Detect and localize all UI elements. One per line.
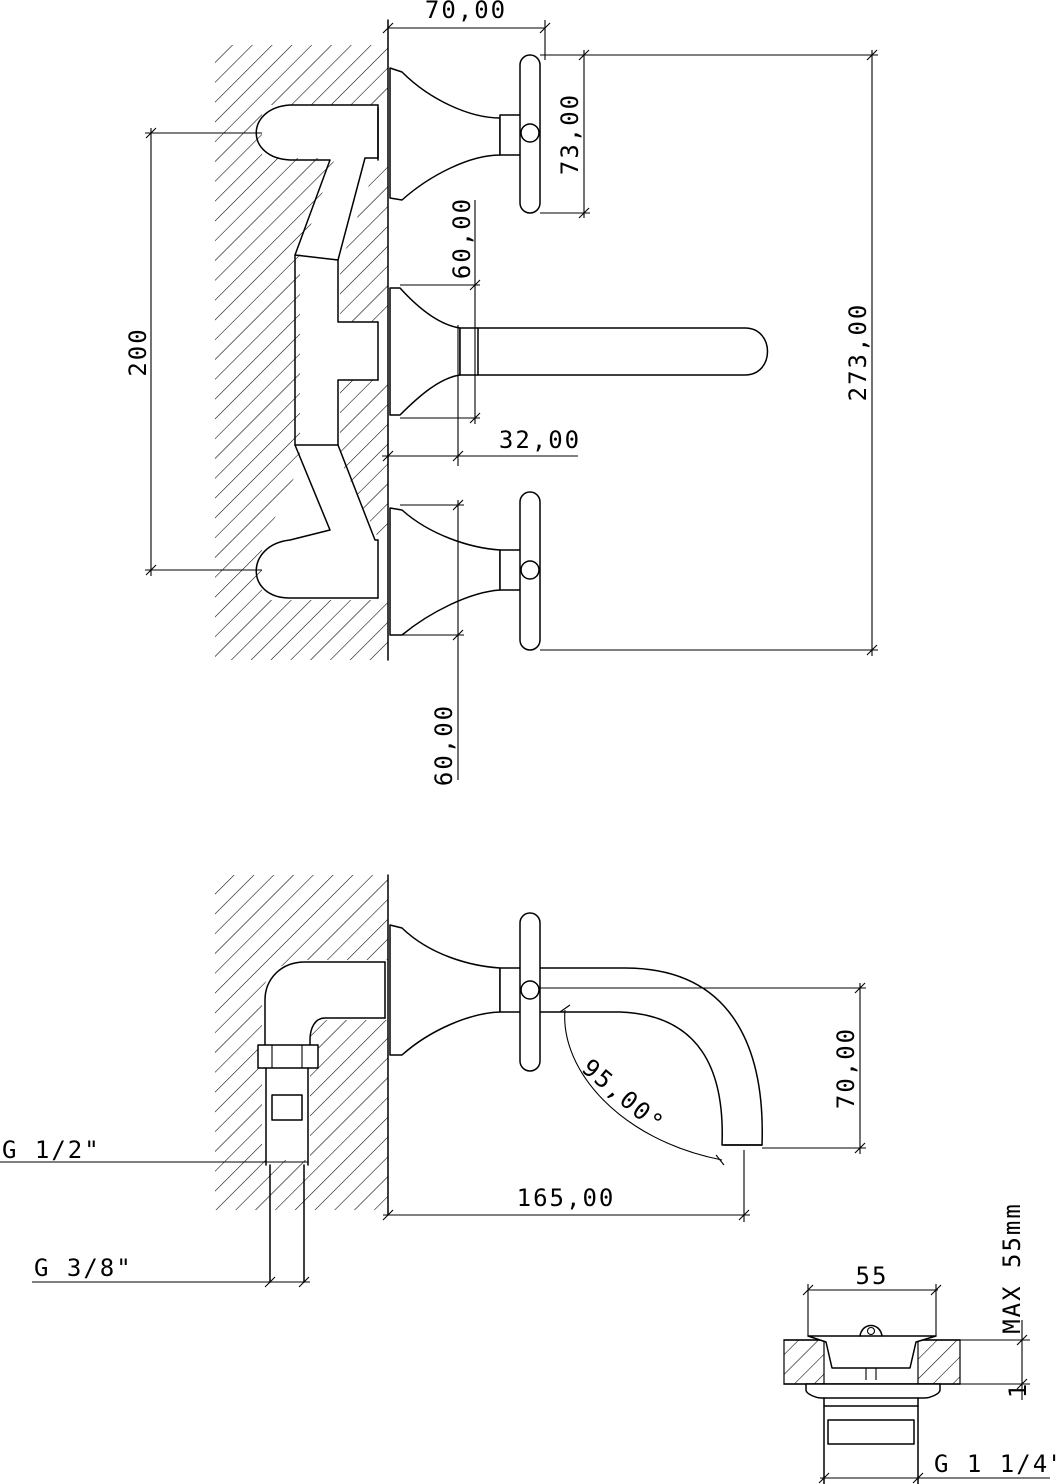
svg-text:73,00: 73,00 bbox=[556, 93, 584, 175]
dim-lower-body: 60,00 bbox=[400, 499, 464, 786]
dim-total-height: 273,00 bbox=[540, 49, 878, 656]
svg-text:70,00: 70,00 bbox=[832, 1027, 860, 1109]
dim-spout-depth: 32,00 bbox=[382, 325, 581, 466]
drain-detail: 55 MAX 55mm 1 G 1 1/4" bbox=[783, 1202, 1056, 1484]
svg-text:G 3/8": G 3/8" bbox=[34, 1254, 133, 1282]
side-valve bbox=[389, 912, 763, 1146]
svg-text:200: 200 bbox=[124, 327, 152, 376]
dim-top-width: 70,00 bbox=[382, 0, 551, 60]
dim-spout-height: 70,00 bbox=[540, 982, 866, 1154]
dim-projection: 165,00 bbox=[382, 1150, 750, 1222]
svg-text:G 1 1/4": G 1 1/4" bbox=[934, 1450, 1056, 1478]
concealed-body-top bbox=[255, 104, 379, 599]
dim-drain-width: 55 bbox=[802, 1262, 942, 1336]
svg-text:95,00°: 95,00° bbox=[576, 1053, 670, 1138]
svg-text:32,00: 32,00 bbox=[499, 426, 581, 454]
thread-labels: G 1/2" G 3/8" bbox=[0, 1136, 310, 1288]
dim-centers: 200 bbox=[124, 127, 262, 576]
svg-text:273,00: 273,00 bbox=[844, 303, 872, 402]
svg-text:1: 1 bbox=[1004, 1382, 1032, 1398]
drain-thread-label: G 1 1/4" bbox=[818, 1450, 1056, 1484]
svg-text:70,00: 70,00 bbox=[425, 0, 507, 24]
svg-text:60,00: 60,00 bbox=[448, 197, 476, 279]
svg-text:60,00: 60,00 bbox=[430, 704, 458, 786]
upper-valve bbox=[389, 54, 541, 214]
svg-text:165,00: 165,00 bbox=[517, 1184, 616, 1212]
middle-spout bbox=[389, 287, 769, 416]
dim-drain-max: MAX 55mm 1 bbox=[960, 1202, 1032, 1400]
lower-valve bbox=[389, 491, 541, 651]
dim-spout-body-height: 60,00 bbox=[400, 197, 481, 424]
svg-text:G 1/2": G 1/2" bbox=[2, 1136, 101, 1164]
dim-handle-height: 73,00 bbox=[540, 49, 590, 219]
elbow-pipe bbox=[257, 961, 386, 1283]
svg-text:55: 55 bbox=[856, 1262, 889, 1290]
side-view: 95,00° 70,00 165,00 G 1/2" G 3/8" bbox=[0, 874, 866, 1288]
front-view: 70,00 73,00 273,00 200 bbox=[124, 0, 878, 786]
svg-text:MAX 55mm: MAX 55mm bbox=[998, 1202, 1026, 1334]
wall-section-top bbox=[215, 19, 390, 661]
